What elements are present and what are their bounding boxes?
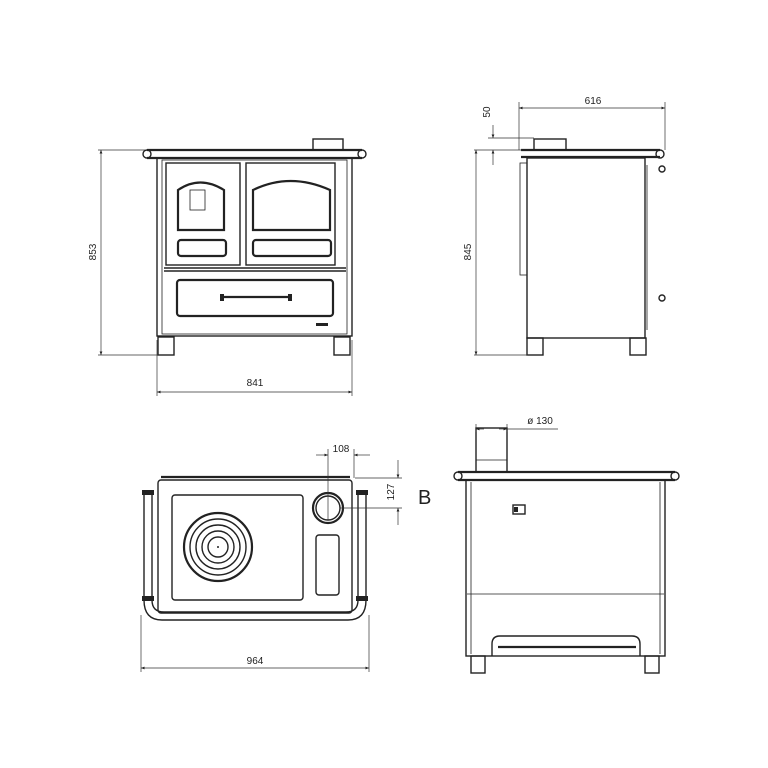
- side-depth-label: 616: [585, 96, 602, 107]
- flue-y-label: 127: [386, 483, 397, 500]
- view-marker-b: B: [418, 487, 431, 509]
- flue-diameter-label: ø 130: [527, 416, 553, 427]
- side-offset-label: 50: [482, 106, 493, 118]
- side-view: 616 50 845: [463, 96, 666, 356]
- flue-x-label: 108: [333, 444, 350, 455]
- back-view: ø 130: [453, 416, 680, 674]
- side-height-label: 845: [463, 243, 474, 260]
- top-width-label: 964: [247, 656, 264, 667]
- front-height-label: 853: [88, 243, 99, 260]
- top-view: 108 127 B 964: [140, 444, 431, 672]
- front-width-label: 841: [247, 378, 264, 389]
- hotplate-rings: [182, 511, 254, 583]
- front-view: 853 841: [88, 138, 367, 396]
